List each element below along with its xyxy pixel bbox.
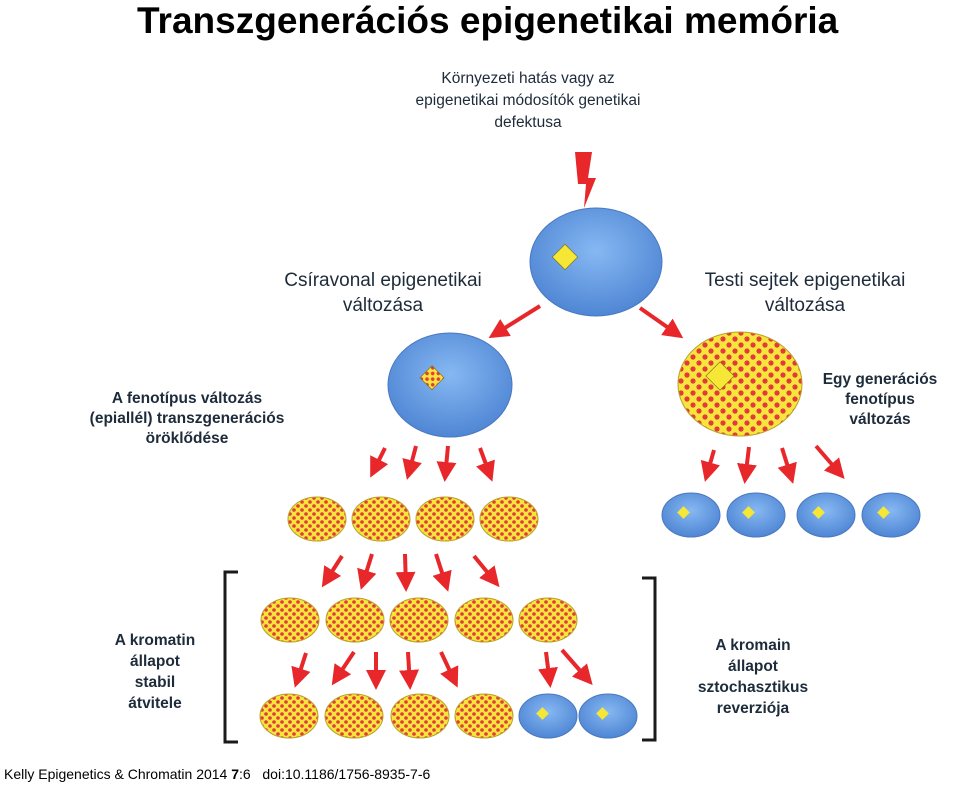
label-stochastic-reversion: A kromain állapot sztochasztikus reverzi…: [670, 635, 836, 719]
blue-cell: [661, 492, 721, 538]
blue-cell: [518, 693, 578, 739]
label-line: stabil: [134, 674, 176, 691]
patterned-cell: [390, 693, 450, 739]
lightning-bolt-icon: [575, 152, 596, 208]
row1-patterned-cells: [287, 496, 539, 542]
arrow: [439, 651, 459, 688]
page-title: Transzgenerációs epigenetikai memória: [137, 0, 839, 41]
patterned-cell: [259, 693, 319, 739]
patterned-cell: [325, 597, 385, 643]
left-bracket: [223, 570, 238, 744]
label-line: változása: [342, 295, 424, 316]
patterned-cell: [454, 597, 514, 643]
arrow: [432, 553, 452, 592]
arrow: [291, 652, 311, 688]
label-line: defektusa: [494, 114, 562, 131]
patterned-cell: [518, 597, 578, 643]
label-line: átvitele: [128, 695, 182, 712]
citation-issue: :6: [239, 766, 251, 782]
label-line: Csíravonal epigenetikai: [284, 270, 482, 291]
arrow: [814, 444, 845, 480]
label-line: epigenetikai módosítók genetikai: [415, 92, 641, 109]
citation-doi: doi:10.1186/1756-8935-7-6: [262, 766, 431, 782]
label-line: állapot: [130, 653, 180, 670]
label-line: Egy generációs: [822, 371, 938, 388]
arrow: [560, 648, 593, 686]
patterned-cell: [389, 597, 449, 643]
blue-cell: [578, 693, 638, 739]
row3-cells: [259, 693, 638, 739]
arrow: [399, 651, 420, 690]
label-line: állapot: [728, 658, 778, 675]
label-line: sztochasztikus: [697, 679, 809, 696]
label-line: A kromain: [715, 637, 791, 654]
label-environment: Környezeti hatás vagy az epigenetikai mó…: [400, 68, 656, 134]
patterned-cell: [351, 496, 411, 542]
label-line: A fenotípus változás: [111, 390, 263, 407]
somatic-cell: [677, 331, 803, 437]
blue-cell: [861, 492, 921, 538]
label-somatic: Testi sejtek epigenetikai változása: [660, 268, 950, 318]
germline-cell: [387, 332, 513, 438]
citation: Kelly Epigenetics & Chromatin 2014 7:6 d…: [4, 766, 430, 782]
label-transgenerational: A fenotípus változás (epiallél) transzge…: [62, 389, 312, 449]
label-line: (epiallél) transzgenerációs: [89, 410, 285, 427]
arrow: [395, 553, 416, 592]
label-line: Testi sejtek epigenetikai: [704, 270, 906, 291]
label-line: változása: [764, 295, 846, 316]
citation-source: Kelly Epigenetics & Chromatin 2014: [4, 766, 232, 782]
arrow: [402, 445, 422, 480]
blue-cell: [796, 492, 856, 538]
row2-patterned-cells: [260, 597, 578, 643]
patterned-cell: [454, 693, 514, 739]
label-one-generation: Egy generációs fenotípus változás: [800, 370, 960, 430]
top-blue-cell: [529, 207, 663, 317]
patterned-cell: [260, 597, 320, 643]
label-line: változás: [849, 411, 911, 428]
arrow: [436, 445, 457, 482]
arrow: [331, 650, 356, 686]
arrow: [488, 304, 542, 339]
label-line: fenotípus: [845, 391, 915, 408]
label-germline: Csíravonal epigenetikai változása: [240, 268, 526, 318]
arrow: [700, 449, 721, 482]
label-line: A kromatin: [114, 632, 196, 649]
patterned-cell: [479, 496, 539, 542]
citation-volume: 7: [231, 766, 240, 782]
arrow: [638, 306, 684, 339]
row1-blue-cells: [661, 492, 921, 538]
arrow: [370, 447, 389, 478]
arrow: [476, 447, 495, 482]
label-stable-transmission: A kromatin állapot stabil átvitele: [96, 630, 214, 714]
blue-cell: [726, 492, 786, 538]
patterned-diamond-mark: [419, 365, 445, 391]
patterned-cell: [415, 496, 475, 542]
label-line: öröklődése: [145, 430, 229, 447]
arrow: [321, 554, 344, 588]
diamond-mark: [551, 243, 579, 271]
right-bracket: [642, 576, 657, 742]
patterned-cell: [287, 496, 347, 542]
label-line: reverziója: [716, 700, 790, 717]
arrow: [736, 446, 757, 484]
patterned-cell: [324, 693, 384, 739]
label-line: Környezeti hatás vagy az: [441, 70, 615, 87]
arrow: [357, 553, 377, 590]
diamond-mark: [705, 361, 735, 391]
arrow: [472, 554, 500, 588]
arrow: [777, 447, 797, 484]
arrow: [538, 651, 558, 688]
